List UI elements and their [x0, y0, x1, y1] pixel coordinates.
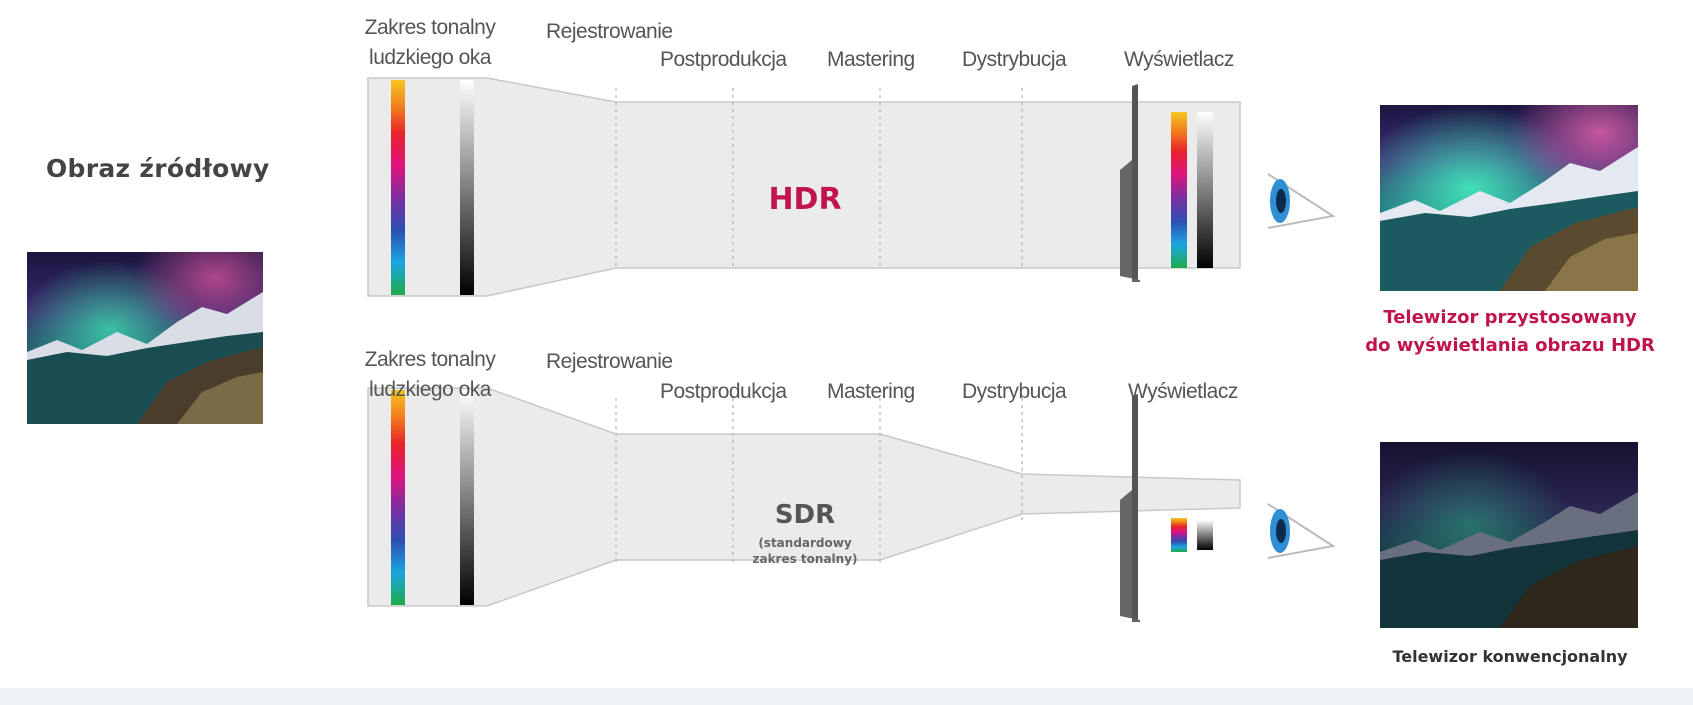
hdr-label-display: Wyświetlacz [1124, 48, 1234, 72]
hdr-tv-caption-1: Telewizor przystosowany [1360, 304, 1660, 332]
sdr-label-mastering: Mastering [827, 380, 915, 404]
hdr-label-mastering: Mastering [827, 48, 915, 72]
sdr-tv-caption: Telewizor konwencjonalny [1360, 647, 1660, 666]
sdr-tv-image [1380, 442, 1638, 628]
sdr-display-gray-bar [1197, 520, 1213, 550]
hdr-label-distribution: Dystrybucja [962, 48, 1066, 72]
sdr-label-post: Postprodukcja [660, 380, 787, 404]
sdr-label-eye-range-1: Zakres tonalny [350, 348, 510, 372]
sdr-pipe [368, 388, 1240, 606]
hdr-label-post: Postprodukcja [660, 48, 787, 72]
hdr-eye-icon [1268, 174, 1333, 228]
sdr-pipe-label: SDR [740, 500, 870, 530]
sdr-label-capture: Rejestrowanie [546, 350, 673, 374]
sdr-pipe-sublabel-1: (standardowy [720, 536, 890, 550]
hdr-display-spectrum-bar [1171, 112, 1187, 268]
hdr-label-capture: Rejestrowanie [546, 20, 673, 44]
sdr-eye-spectrum-bar [391, 390, 405, 605]
hdr-tv-panel [1132, 84, 1138, 282]
sdr-label-eye-range-2: ludzkiego oka [350, 378, 510, 402]
hdr-label-eye-range-1: Zakres tonalny [350, 16, 510, 40]
hdr-eye-gray-bar [460, 80, 474, 295]
sdr-display-spectrum-bar [1171, 518, 1187, 552]
sdr-eye-icon [1268, 504, 1333, 558]
sdr-eye-gray-bar [460, 390, 474, 605]
hdr-tv-image [1380, 105, 1638, 291]
hdr-eye-spectrum-bar [391, 80, 405, 295]
sdr-label-distribution: Dystrybucja [962, 380, 1066, 404]
hdr-display-gray-bar [1197, 112, 1213, 268]
hdr-label-eye-range-2: ludzkiego oka [350, 46, 510, 70]
hdr-tv-caption-2: do wyświetlania obrazu HDR [1340, 332, 1680, 360]
sdr-tv-panel [1132, 394, 1138, 622]
hdr-pipe-label: HDR [740, 182, 870, 217]
sdr-pipe-sublabel-2: zakres tonalny) [720, 552, 890, 566]
sdr-label-display: Wyświetlacz [1128, 380, 1238, 404]
